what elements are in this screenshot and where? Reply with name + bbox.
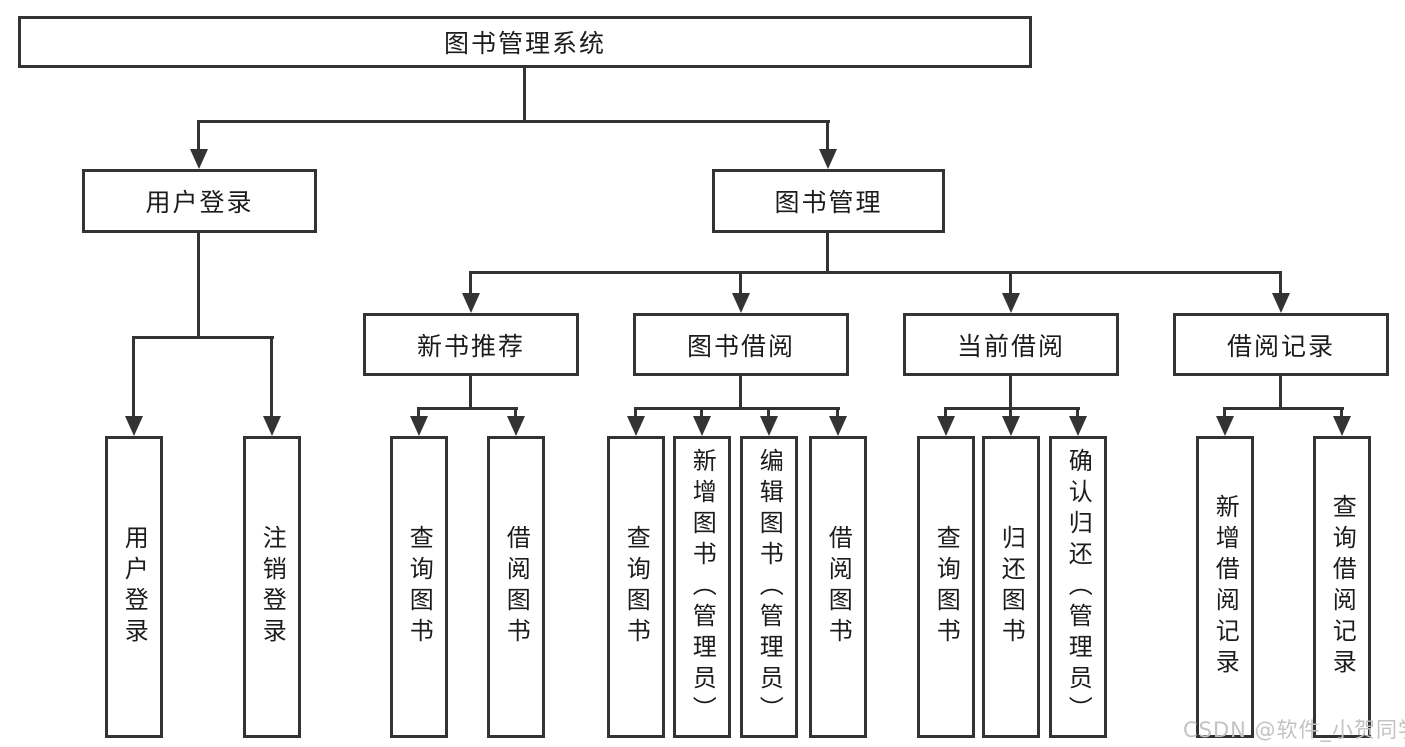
connector-leaf-stem [132,336,135,421]
node-book-mgmt: 图书管理 [712,169,945,233]
connector-leaf-stem [767,407,770,421]
node-label: 编辑图书（管理员） [755,447,784,727]
connector-stem-book-mgmt [826,120,829,152]
connector-g2-stem [469,376,472,410]
arrow-down-icon [263,416,281,436]
node-label: 新增借阅记录 [1211,494,1240,680]
connector-leaf-stem [700,407,703,421]
connector-leaf-stem [1009,407,1012,421]
connector-bookmgmt-stem [826,233,829,274]
leaf-add-borrow-record: 新增借阅记录 [1196,436,1254,738]
arrow-down-icon [507,416,525,436]
node-label: 借阅记录 [1226,331,1335,361]
node-label: 归还图书 [997,525,1026,649]
arrow-down-icon [937,416,955,436]
node-label: 用户登录 [145,188,254,217]
arrow-down-icon [819,149,837,169]
node-new-book-recommend: 新书推荐 [363,313,579,376]
connector-leaf-stem [270,336,273,421]
arrow-down-icon [125,416,143,436]
connector-root-bar [198,120,830,123]
leaf-confirm-return-admin: 确认归还（管理员） [1049,436,1107,738]
node-book-borrow: 图书借阅 [633,313,849,376]
arrow-down-icon [760,416,778,436]
connector-g4-bar [944,407,1080,410]
node-label: 当前借阅 [956,331,1065,361]
arrow-down-icon [829,416,847,436]
connector-root-stem [523,68,526,123]
connector-stem-current-borrow [1009,271,1012,297]
leaf-edit-book-admin: 编辑图书（管理员） [740,436,798,738]
node-label: 查询借阅记录 [1328,494,1357,680]
leaf-logout: 注销登录 [243,436,301,738]
node-label: 图书管理 [774,188,883,217]
connector-leaf-stem [514,407,517,421]
connector-leaf-stem [1340,407,1343,421]
arrow-down-icon [693,416,711,436]
connector-stem-user-login [197,120,200,152]
node-label: 查询图书 [932,525,961,649]
arrow-down-icon [732,293,750,313]
arrow-down-icon [1333,416,1351,436]
leaf-return-book: 归还图书 [982,436,1040,738]
connector-g3-stem [739,376,742,410]
node-label: 新增图书（管理员） [688,447,717,727]
node-label: 查询图书 [405,525,434,649]
connector-g3-bar [635,407,840,410]
connector-leaf-stem [634,407,637,421]
node-label: 图书借阅 [686,331,795,361]
node-user-login: 用户登录 [82,169,317,233]
arrow-down-icon [462,293,480,313]
arrow-down-icon [410,416,428,436]
leaf-query-borrow-record: 查询借阅记录 [1313,436,1371,738]
connector-leaf-stem [417,407,420,421]
arrow-down-icon [1069,416,1087,436]
connector-stem-borrow-records [1279,271,1282,297]
node-label: 查询图书 [622,525,651,649]
node-label: 用户登录 [120,525,149,649]
watermark: CSDN @软件_小贺同学 [1183,718,1405,742]
arrow-down-icon [1002,416,1020,436]
node-label: 新书推荐 [416,331,525,361]
arrow-down-icon [190,149,208,169]
node-label: 图书管理系统 [443,29,606,58]
connector-g5-bar [1223,407,1344,410]
connector-bookmgmt-bar [470,271,1282,274]
connector-g5-stem [1279,376,1282,410]
connector-g2-bar [418,407,518,410]
connector-leaf-stem [836,407,839,421]
connector-login-bar [133,336,274,339]
node-label: 确认归还（管理员） [1064,447,1093,727]
arrow-down-icon [1216,416,1234,436]
node-label: 借阅图书 [824,525,853,649]
connector-login-stem [197,233,200,339]
arrow-down-icon [1272,293,1290,313]
arrow-down-icon [627,416,645,436]
node-root: 图书管理系统 [18,16,1032,68]
node-current-borrow: 当前借阅 [903,313,1119,376]
connector-stem-book-borrow [739,271,742,297]
connector-stem-new-book [469,271,472,297]
node-borrow-records: 借阅记录 [1173,313,1389,376]
node-label: 注销登录 [258,525,287,649]
arrow-down-icon [1002,293,1020,313]
leaf-borrow-books-recommend: 借阅图书 [487,436,545,738]
connector-g4-stem [1009,376,1012,410]
connector-leaf-stem [944,407,947,421]
leaf-query-books-recommend: 查询图书 [390,436,448,738]
leaf-query-books-borrow: 查询图书 [607,436,665,738]
node-label: 借阅图书 [502,525,531,649]
leaf-user-login: 用户登录 [105,436,163,738]
leaf-add-book-admin: 新增图书（管理员） [673,436,731,738]
connector-leaf-stem [1223,407,1226,421]
leaf-query-books-current: 查询图书 [917,436,975,738]
connector-leaf-stem [1076,407,1079,421]
leaf-borrow-books: 借阅图书 [809,436,867,738]
